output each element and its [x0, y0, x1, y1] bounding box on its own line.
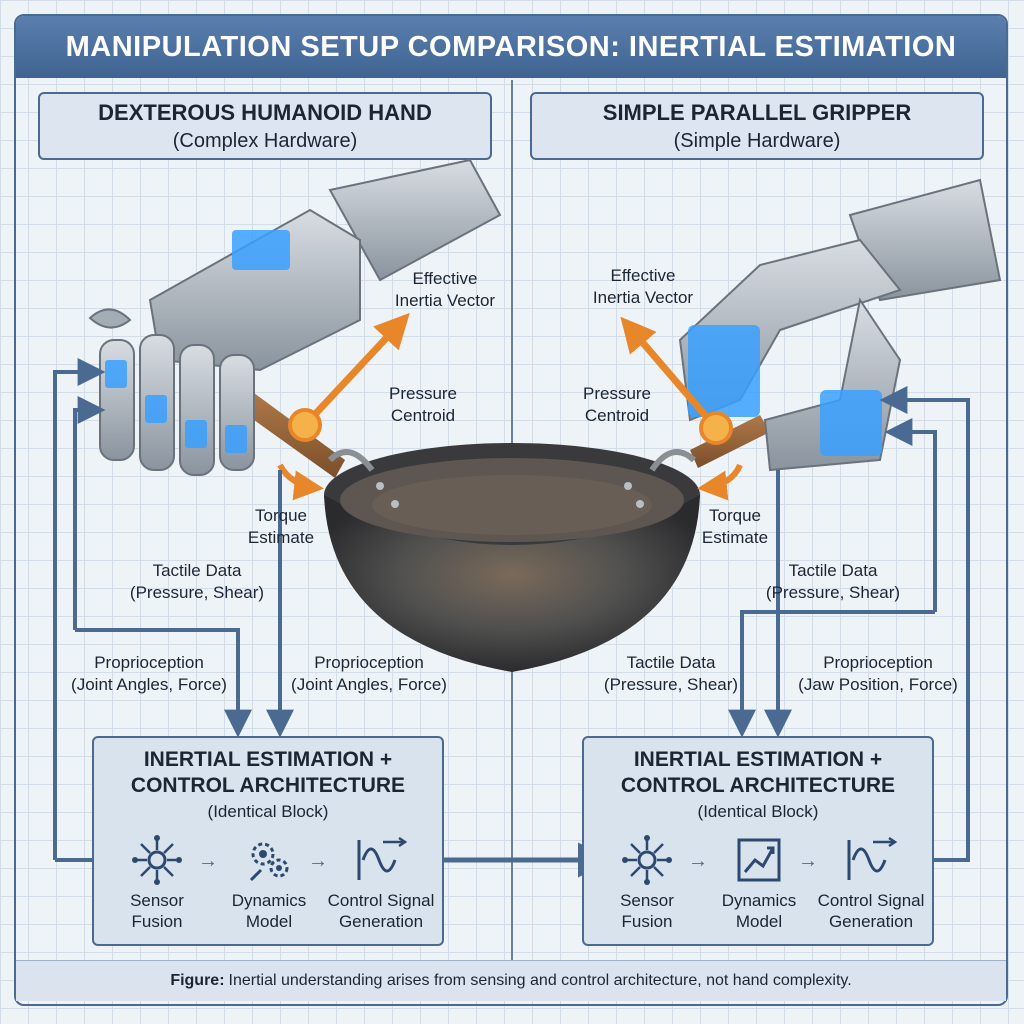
figure-frame [14, 14, 1008, 1006]
right-proprio-label: Proprioception(Jaw Position, Force) [798, 653, 958, 694]
left-header-subtitle: (Complex Hardware) [172, 130, 358, 152]
figure-title: MANIPULATION SETUP COMPARISON: INERTIAL … [16, 16, 1006, 78]
right-pan-handle [690, 415, 770, 468]
figure-caption: Figure: Inertial understanding arises fr… [16, 960, 1006, 1001]
left-arch-title-2: CONTROL ARCHITECTURE [130, 774, 406, 797]
right-header-subtitle: (Simple Hardware) [673, 130, 841, 152]
left-proprio-outer-label: Proprioception(Joint Angles, Force) [71, 653, 227, 694]
left-stage-arrow-1: → [198, 850, 218, 872]
caption-text: Inertial understanding arises from sensi… [228, 972, 852, 989]
left-panel-header: DEXTEROUS HUMANOID HAND (Complex Hardwar… [38, 92, 492, 160]
sensor-fusion-icon [622, 835, 672, 885]
dynamics-gears-icon [249, 842, 289, 882]
right-stage-arrow-2: → [798, 850, 818, 872]
left-arch-subtitle: (Identical Block) [207, 802, 329, 821]
left-inertia-vector-arrow [277, 312, 410, 501]
right-architecture-block: INERTIAL ESTIMATION + CONTROL ARCHITECTU… [582, 736, 934, 946]
right-header-title: SIMPLE PARALLEL GRIPPER [602, 100, 912, 125]
caption-prefix: Figure: [170, 972, 225, 989]
wok-pan [324, 443, 700, 672]
left-tactile-label: Tactile Data(Pressure, Shear) [129, 561, 265, 602]
right-tactile-inner-label: Tactile Data(Pressure, Shear) [603, 653, 739, 694]
left-arch-title-1: INERTIAL ESTIMATION + [143, 748, 393, 771]
right-stage-arrow-1: → [688, 850, 708, 872]
dexterous-hand [88, 158, 502, 476]
left-stage-arrow-2: → [308, 850, 328, 872]
right-arch-subtitle: (Identical Block) [697, 802, 819, 821]
dynamics-chart-icon [737, 838, 781, 882]
right-arch-title-1: INERTIAL ESTIMATION + [633, 748, 883, 771]
left-proprio-inner-label: Proprioception(Joint Angles, Force) [291, 653, 447, 694]
control-signal-icon [847, 836, 898, 880]
right-panel-header: SIMPLE PARALLEL GRIPPER (Simple Hardware… [530, 92, 984, 160]
left-architecture-block: INERTIAL ESTIMATION + CONTROL ARCHITECTU… [92, 736, 444, 946]
right-tactile-outer-label: Tactile Data(Pressure, Shear) [765, 561, 901, 602]
control-signal-icon [357, 836, 408, 880]
right-arch-title-2: CONTROL ARCHITECTURE [620, 774, 896, 797]
left-header-title: DEXTEROUS HUMANOID HAND [98, 100, 432, 125]
parallel-gripper [678, 178, 1002, 472]
right-flow-arrows [728, 386, 970, 862]
sensor-fusion-icon [132, 835, 182, 885]
right-inertia-vector-arrow [620, 316, 743, 501]
